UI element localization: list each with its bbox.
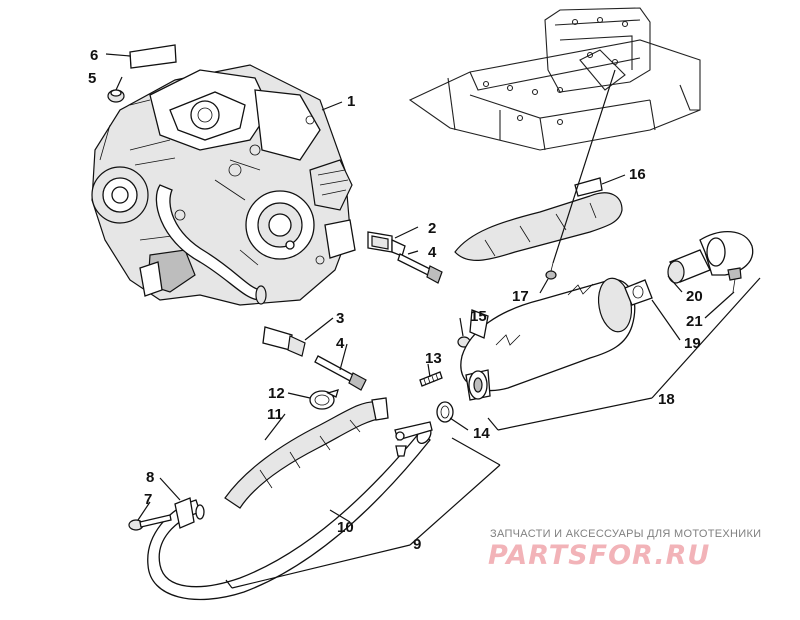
shield-screw: [545, 262, 557, 280]
cap-nut: [107, 89, 125, 103]
exhaust-spring: [419, 371, 443, 387]
callout-14: 14: [473, 425, 490, 442]
decal-label: [129, 44, 177, 69]
band-clamp: [309, 389, 339, 410]
callout-20: 20: [686, 288, 703, 305]
callout-8: 8: [146, 469, 154, 486]
callout-7: 7: [144, 491, 152, 508]
callout-18: 18: [658, 391, 675, 408]
callout-3: 3: [336, 310, 344, 327]
exhaust-head-pipe: [155, 184, 267, 305]
callout-1: 1: [347, 93, 355, 110]
callout-11: 11: [267, 406, 283, 423]
callout-13: 13: [425, 350, 442, 367]
bolt: [314, 355, 367, 391]
leader-lines: [105, 53, 761, 589]
callout-2: 2: [428, 220, 436, 237]
callout-17: 17: [512, 288, 529, 305]
muffler-heat-shield: [454, 177, 623, 261]
watermark-logo: PARTSFOR.RU: [488, 540, 711, 571]
callout-10: 10: [337, 519, 354, 536]
engine-assembly: [91, 64, 356, 306]
vehicle-frame: [408, 7, 701, 151]
callout-16: 16: [629, 166, 646, 183]
spark-arrestor-tip: [667, 230, 754, 284]
muffler-gasket: [436, 401, 454, 423]
callout-12: 12: [268, 385, 285, 402]
bolt: [397, 253, 443, 284]
callout-labels: 1 2 4 3 4 5 6 7 8 9 10 11 12 13 14 15 16…: [88, 47, 703, 553]
connector-fitting: [262, 326, 306, 357]
tip-bolt: [727, 267, 742, 293]
exhaust-pipe: [147, 421, 433, 601]
muffler: [460, 277, 636, 401]
watermark-tagline: ЗАПЧАСТИ И АКСЕССУАРЫ ДЛЯ МОТОТЕХНИКИ: [490, 528, 762, 540]
callout-4: 4: [428, 244, 437, 261]
callout-6: 6: [90, 47, 98, 64]
heat-shield-pipe: [224, 397, 389, 509]
flange-gasket: [174, 497, 205, 529]
outlet-gasket: [624, 279, 653, 306]
callout-15: 15: [470, 308, 487, 325]
callout-19: 19: [684, 335, 701, 352]
flange-nut: [128, 514, 172, 531]
callout-9: 9: [413, 536, 421, 553]
callout-4: 4: [336, 335, 345, 352]
callout-5: 5: [88, 70, 96, 87]
callout-21: 21: [686, 313, 703, 330]
connector-fitting: [367, 231, 406, 257]
